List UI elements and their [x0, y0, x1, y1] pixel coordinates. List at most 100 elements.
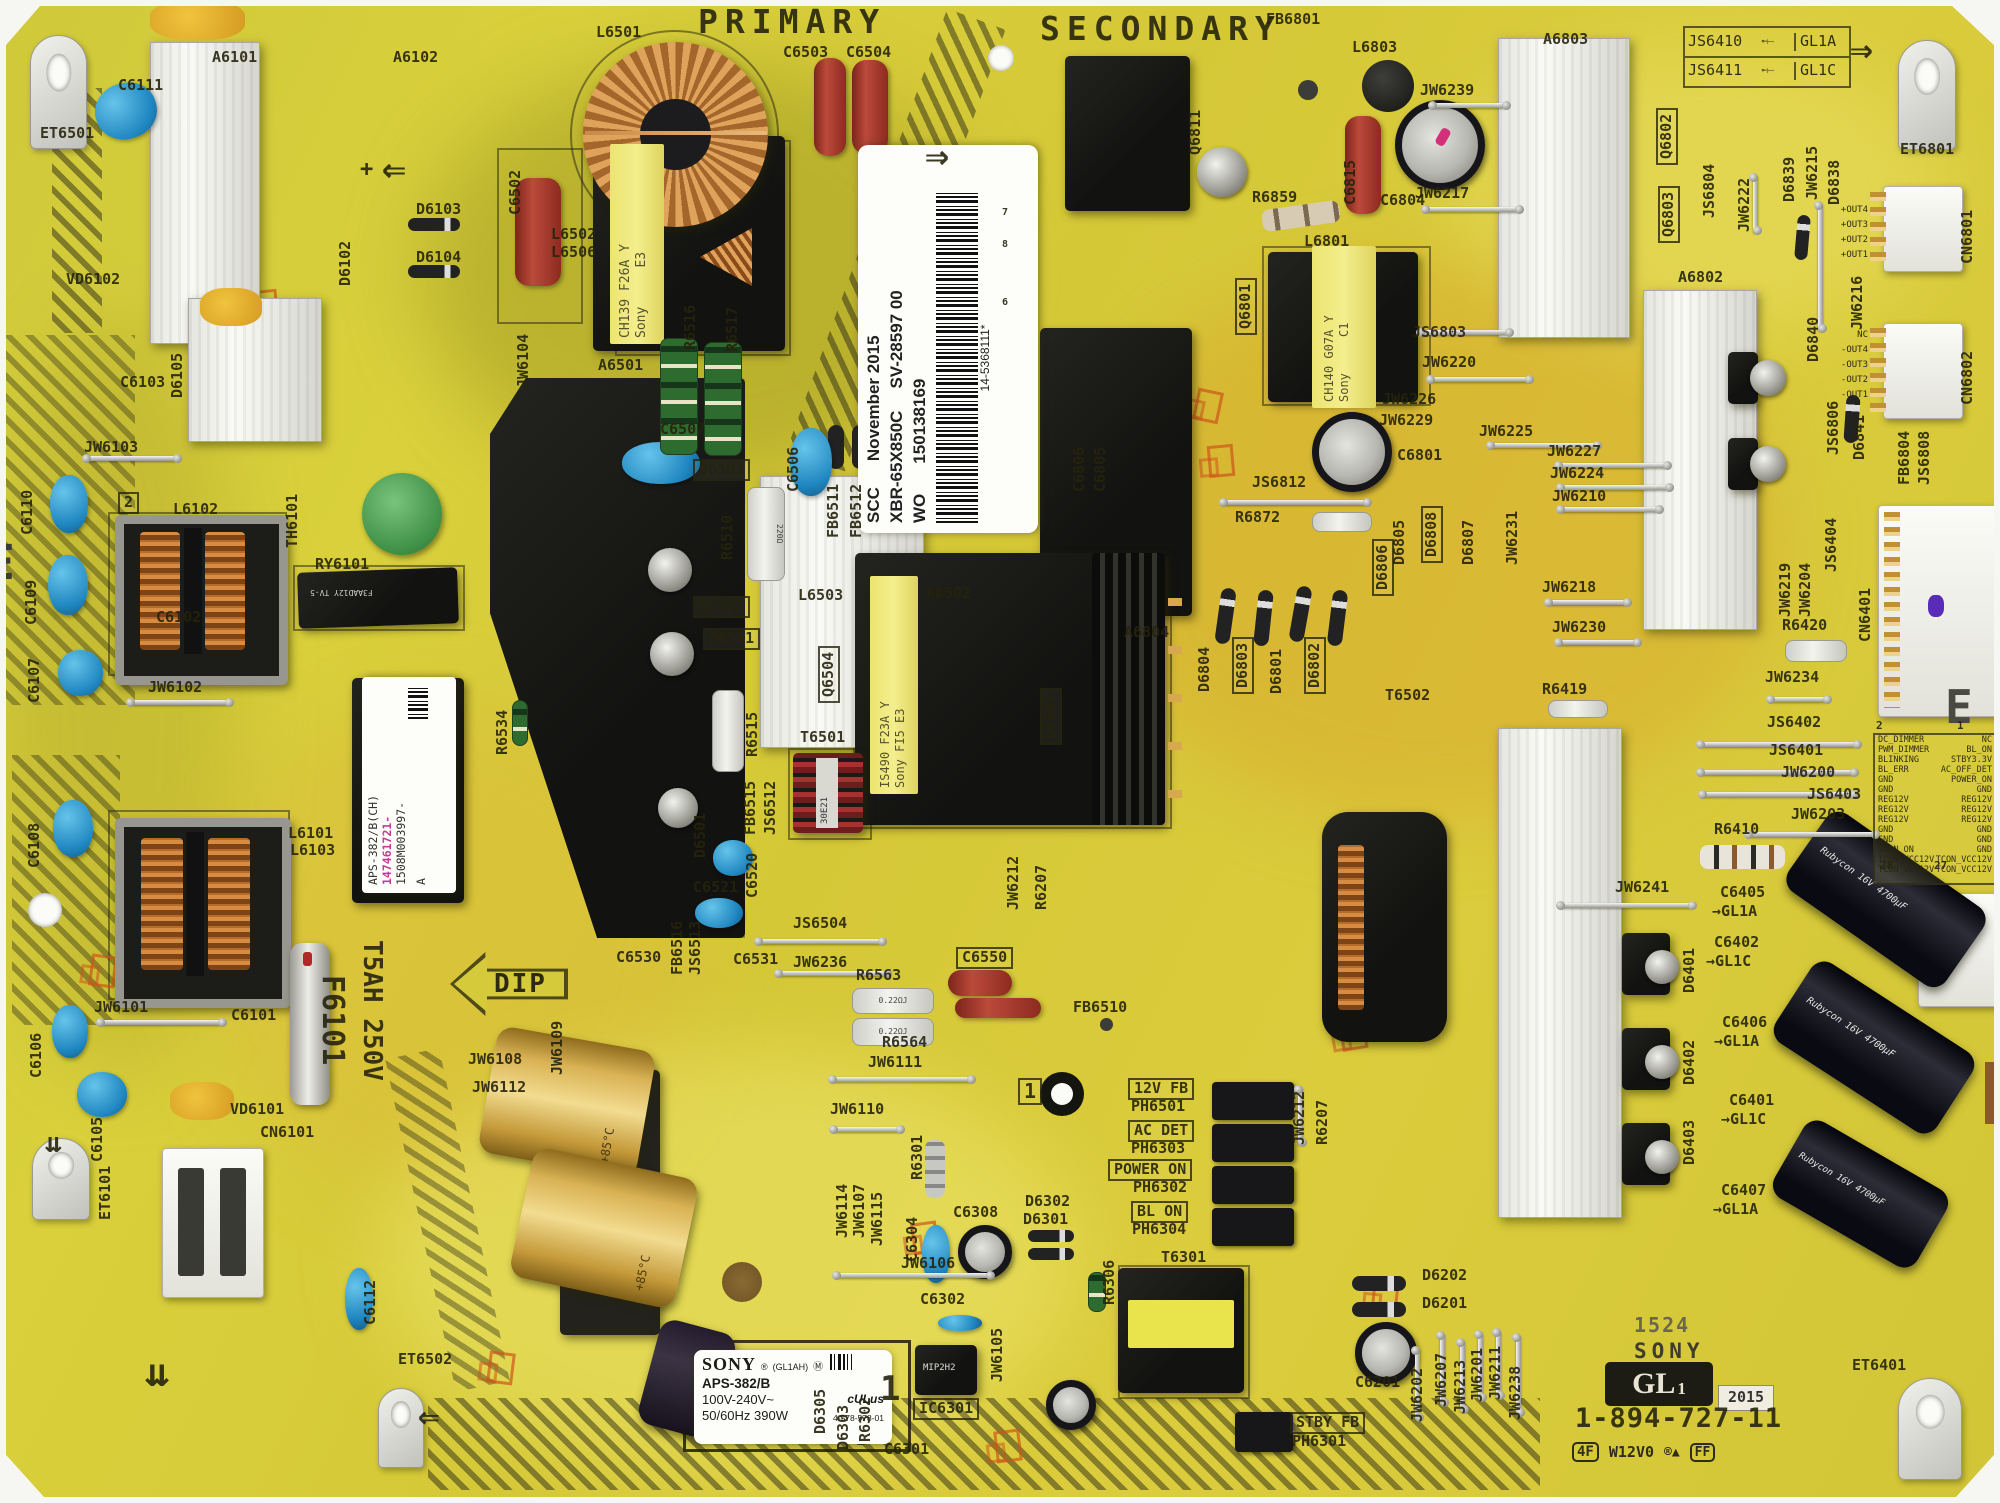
silkscreen-label: R6534 — [493, 709, 511, 755]
silkscreen-label: C6815 — [1341, 159, 1359, 205]
ink-stamp — [1191, 387, 1225, 425]
silkscreen-label: D6802 — [1304, 636, 1326, 694]
jumper-wire — [1744, 830, 1880, 839]
silkscreen-label: E — [1945, 680, 1973, 734]
silkscreen-label: D6104 — [416, 248, 462, 266]
jumper-wire — [1421, 205, 1524, 214]
thermistor-disc — [362, 473, 442, 555]
silkscreen-label: C6406 — [1722, 1013, 1768, 1031]
fuse-f6101 — [290, 943, 330, 1105]
aps-serial: 147461721- — [380, 815, 394, 885]
silkscreen-label: PH6501 — [1131, 1097, 1186, 1115]
silkscreen-label: C6801 — [1397, 446, 1443, 464]
rating-label: SONY ® (GL1AH) Ⓜ APS-382/B 100V-240V~ cU… — [694, 1350, 892, 1444]
diode-d6202 — [1352, 1276, 1406, 1291]
silkscreen-label: Q6504 — [818, 645, 840, 703]
silkscreen-label: FB6515 — [741, 780, 759, 835]
cap-c6308 — [958, 1225, 1012, 1279]
silkscreen-label: C6550 — [956, 947, 1014, 969]
silkscreen-label: A6802 — [1678, 268, 1724, 286]
cap-c6506 — [790, 428, 832, 496]
connector-pin-label: +OUT1 — [1840, 250, 1868, 260]
jumper-wire — [96, 1018, 227, 1027]
aps-qr — [408, 685, 428, 719]
mount-tab-et6801 — [1898, 40, 1956, 150]
silkscreen-label: JW6213 — [1451, 1359, 1469, 1414]
silkscreen-label: JW6212 — [1004, 855, 1022, 910]
silkscreen-label: C6531 — [733, 950, 779, 968]
cap-yellow — [150, 6, 245, 40]
silkscreen-label: 28 — [1880, 859, 1894, 872]
cap-c6302 — [938, 1315, 982, 1331]
silkscreen-label: L6102 — [173, 500, 219, 518]
connector-pin-label: -OUT4 — [1840, 345, 1868, 355]
silkscreen-label: JW6202 — [1408, 1367, 1426, 1422]
gl-link-table: JS6410⟜⟝GL1A JS6411⟜⟝GL1C — [1683, 26, 1851, 88]
jumper-wire — [1294, 1085, 1307, 1147]
silkscreen-label: C6804 — [1380, 191, 1426, 209]
silkscreen-label: C6308 — [953, 1203, 999, 1221]
silkscreen-label: JW6239 — [1420, 81, 1475, 99]
heatsink-a6401 — [1498, 728, 1622, 1218]
silkscreen-label: D6839 — [1780, 156, 1798, 202]
silkscreen-label: R6306 — [1100, 1259, 1118, 1305]
silkscreen-label: CN6801 — [1958, 209, 1976, 264]
cap-c6504 — [852, 60, 888, 154]
jumper-wire — [1474, 1330, 1487, 1402]
silkscreen-label: D6403 — [1680, 1119, 1698, 1165]
rating-reg: ® — [761, 1362, 768, 1372]
silkscreen-label: Q6811 — [1186, 109, 1204, 155]
screw-d6403 — [1645, 1140, 1679, 1174]
jumper-wire — [1436, 1331, 1449, 1407]
silkscreen-label: C6108 — [25, 822, 43, 868]
silkscreen-label: Q6802 — [1656, 107, 1678, 165]
mount-hole — [48, 1151, 74, 1179]
resistor-r6410 — [1700, 845, 1785, 869]
cap-red-small — [955, 998, 1041, 1018]
connector-cn6101-slot — [178, 1168, 204, 1276]
cap-gold-2: +85°C — [508, 1145, 700, 1311]
silkscreen-label: JW6230 — [1552, 618, 1607, 636]
silkscreen-label: FB6801 — [1266, 10, 1321, 28]
bead-fb6510 — [1100, 1018, 1113, 1031]
silkscreen-label: SONY — [1634, 1339, 1705, 1363]
sticker-sv: SV-28597 00 — [887, 290, 906, 389]
sticker-barcode-num: 14-5368111* — [978, 324, 992, 392]
silkscreen-label: C6504 — [846, 43, 892, 61]
opto-ph6302 — [1212, 1166, 1294, 1204]
silkscreen-label: A6102 — [393, 48, 439, 66]
silkscreen-label: ET6501 — [40, 124, 95, 142]
silkscreen-label: JW6102 — [148, 678, 203, 696]
diode-d6838 — [1794, 214, 1811, 261]
silkscreen-label: JW6217 — [1415, 184, 1470, 202]
silkscreen-label: JW6207 — [1432, 1352, 1450, 1407]
mount-tab-et6401 — [1898, 1378, 1962, 1480]
cap-c6520 — [713, 840, 753, 876]
cap-c6301 — [1046, 1380, 1096, 1430]
silkscreen-label: D6102 — [336, 240, 354, 286]
jumper-icon: ⟜⟝ — [1761, 36, 1775, 47]
sticker-wo: WO — [910, 493, 929, 523]
silkscreen-label: R6420 — [1782, 616, 1828, 634]
silkscreen-label: JW6234 — [1765, 668, 1820, 686]
silkscreen-label: JS6401 — [1769, 741, 1824, 759]
silkscreen-label: Q6502 — [693, 596, 751, 618]
silkscreen-label: R6301 — [908, 1134, 926, 1180]
silkscreen-label: ⇐ — [382, 146, 407, 192]
silkscreen-label: JS6402 — [1767, 713, 1822, 731]
board-hole — [28, 893, 62, 927]
screw-d6402 — [1645, 1045, 1679, 1079]
silkscreen-label: L6501 — [596, 23, 642, 41]
silkscreen-outline — [497, 148, 583, 324]
year-box: 2015 — [1718, 1385, 1774, 1411]
screw-q6804 — [1750, 360, 1786, 396]
jumper-wire — [1554, 638, 1642, 647]
silkscreen-label: ⇊ — [45, 1126, 62, 1159]
silkscreen-label: CN6802 — [1958, 350, 1976, 405]
cap-c6815 — [1345, 116, 1381, 214]
